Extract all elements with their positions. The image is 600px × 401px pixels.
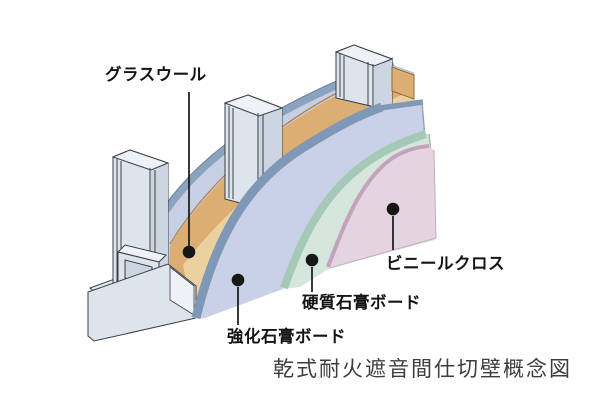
steel-stud-right: [334, 44, 394, 112]
leader-dots: [182, 202, 400, 287]
hard-board-edge: [280, 130, 428, 290]
hard-board-dot: [305, 253, 319, 267]
glass-wool-label: グラスウール: [105, 66, 207, 84]
vinyl-cloth-dot: [386, 202, 400, 216]
stud-top-face: [111, 149, 170, 171]
stud-lip-lines: [339, 54, 374, 106]
stud-top-face: [223, 94, 284, 117]
reinforced-board-dot: [231, 273, 245, 287]
hard-gypsum-board-label: 硬質石膏ボード: [302, 294, 421, 312]
stud-face-shade: [374, 59, 392, 111]
reinforced-board-edge: [191, 102, 384, 320]
stud-lip-lines: [228, 106, 264, 199]
reinforced-board-top-edge: [379, 99, 424, 111]
leader-lines: [188, 92, 394, 325]
stud-lip-lines: [116, 159, 156, 307]
vinyl-cloth-edge: [326, 144, 430, 268]
runner-track-flange: [87, 263, 197, 342]
stud-top-face: [334, 44, 394, 67]
vinyl-cloth-label: ビニールクロス: [386, 255, 505, 273]
reinforced-gypsum-board-label: 強化石膏ボード: [227, 328, 346, 346]
glass-wool-cut-section: [391, 66, 415, 100]
glass-wool-dot: [182, 245, 196, 259]
vinyl-cloth-face: [328, 146, 436, 268]
diagram-caption: 乾式耐火遮音間仕切壁概念図: [273, 357, 572, 381]
vinyl-bottom-line: [329, 149, 437, 269]
